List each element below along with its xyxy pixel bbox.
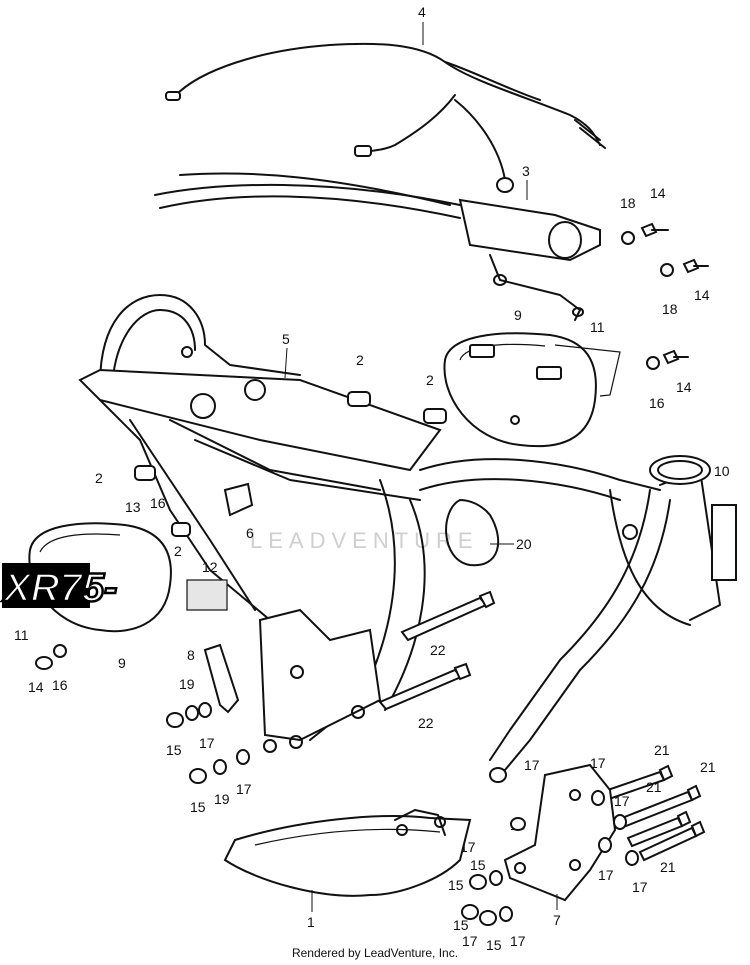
callout-17c: 17 <box>590 755 606 771</box>
callout-10: 10 <box>714 463 730 479</box>
emblem-text: XR75- <box>2 566 117 610</box>
callout-17b: 17 <box>236 781 252 797</box>
callout-9b: 9 <box>118 655 126 671</box>
callout-11b: 11 <box>14 627 29 643</box>
callout-17d: 17 <box>524 757 540 773</box>
callout-14d: 14 <box>28 679 44 695</box>
callout-21b: 21 <box>700 759 716 775</box>
callout-15b: 15 <box>190 799 206 815</box>
callout-15g: 15 <box>486 937 502 953</box>
callout-16a: 16 <box>649 395 665 411</box>
callout-15e: 15 <box>448 877 464 893</box>
callout-20: 20 <box>516 536 532 552</box>
nuts-left <box>166 702 250 784</box>
callout-11a: 11 <box>590 319 605 335</box>
ignition-coil <box>154 172 601 321</box>
wire-harness <box>165 42 606 193</box>
skid-plate <box>223 809 472 897</box>
callout-21d: 21 <box>660 859 676 875</box>
callout-1: 1 <box>307 914 315 930</box>
main-frame <box>78 294 721 783</box>
number-plate <box>711 504 737 581</box>
callout-15a: 15 <box>166 742 182 758</box>
callout-2a: 2 <box>356 352 364 368</box>
callout-16b: 16 <box>150 495 166 511</box>
callout-17g: 17 <box>598 867 614 883</box>
callout-14b: 14 <box>694 287 710 303</box>
callout-18b: 18 <box>662 301 678 317</box>
callout-13: 13 <box>125 499 141 515</box>
callout-19a: 19 <box>179 676 195 692</box>
callout-15f: 15 <box>453 917 469 933</box>
callout-17h: 17 <box>632 879 648 895</box>
callout-17i: 17 <box>462 933 478 949</box>
grommets <box>134 391 447 537</box>
callout-9a: 9 <box>514 307 522 323</box>
callout-22b: 22 <box>418 715 434 731</box>
callout-21c: 21 <box>646 779 662 795</box>
callout-14c: 14 <box>676 379 692 395</box>
callout-14a: 14 <box>650 185 666 201</box>
callout-22a: 22 <box>430 642 446 658</box>
callout-3: 3 <box>522 163 530 179</box>
callout-15d: 15 <box>470 857 486 873</box>
nuts-bottom <box>461 790 639 926</box>
callout-17e: 17 <box>614 793 630 809</box>
rear-bracket <box>503 763 617 902</box>
callout-8: 8 <box>187 647 195 663</box>
callout-2d: 2 <box>174 543 182 559</box>
clamp <box>445 499 500 567</box>
callout-6: 6 <box>246 525 254 541</box>
callout-5: 5 <box>282 331 290 347</box>
callout-16c: 16 <box>52 677 68 693</box>
callout-18a: 18 <box>620 195 636 211</box>
callout-21a: 21 <box>654 742 670 758</box>
caution-label <box>186 579 228 611</box>
emblem <box>2 563 90 608</box>
callout-7: 7 <box>553 912 561 928</box>
bolts-upper-right <box>621 222 709 370</box>
callout-2b: 2 <box>426 372 434 388</box>
callout-2c: 2 <box>95 470 103 486</box>
callout-17j: 17 <box>510 933 526 949</box>
callout-19b: 19 <box>214 791 230 807</box>
long-bolts <box>378 590 496 711</box>
side-cover-left: XR75- <box>1 522 172 670</box>
bolts-right <box>600 764 706 862</box>
watermark: LEADVENTURE <box>250 528 479 553</box>
footer-credit: Rendered by LeadVenture, Inc. <box>291 946 459 960</box>
callout-4: 4 <box>418 4 426 20</box>
side-cover-right <box>443 332 621 448</box>
callout-12: 12 <box>202 559 218 575</box>
bracket <box>223 482 254 517</box>
callout-17a: 17 <box>199 735 215 751</box>
lever-bracket <box>203 643 240 714</box>
